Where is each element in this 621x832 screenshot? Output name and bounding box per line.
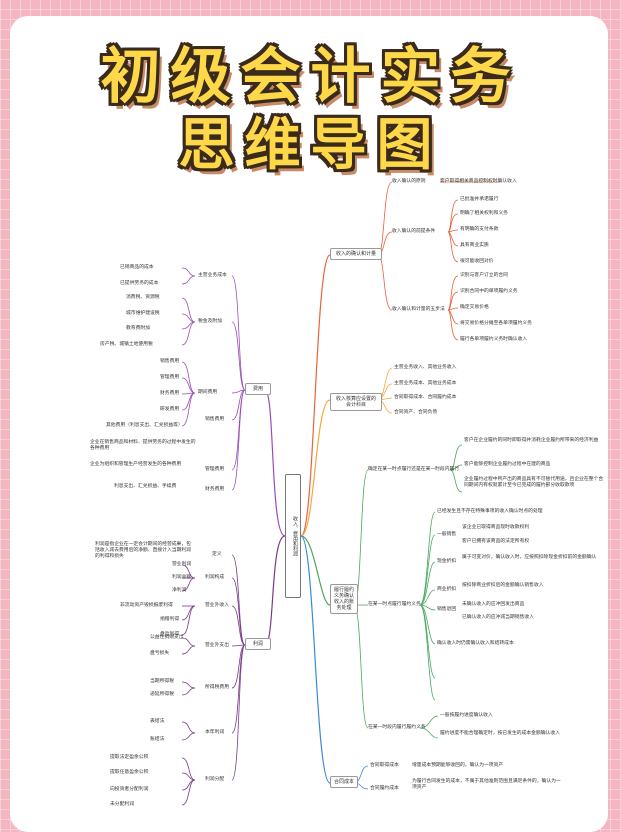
node: 利润构成 [205,575,225,580]
node: 未确认收入的应冲回发出商品 [462,602,525,607]
node: 识别与客户订立的合同 [460,273,508,278]
white-card [10,16,608,832]
node: 管理费用 [205,467,225,472]
node: 合同履约成本 [370,786,399,791]
node: 企业为组织和管理生产经营发生的各种费用 [90,462,182,467]
root-node: 收入、费用和利润 [285,474,301,598]
node: 一般按履约进度确认收入 [440,713,493,718]
node: 城市维护建设税 [126,311,160,316]
node: 确定在某一时点履行还是在某一时段内履行 [368,467,460,472]
node: 提取任意盈余公积 [110,770,149,775]
node: 在某一时段内履行履约义务 [368,725,426,730]
node: 利润是指企业在一定会计期间的经营成果，包括收入减去费用后的净额、直接计入当期利润… [95,542,191,559]
branch-contract-cost: 合同成本 [330,776,358,788]
node: 已确认收入的应冲减当期销售收入 [462,615,534,620]
node: 利润分配 [205,777,225,782]
node: 公益性捐赠支出 [150,635,184,640]
node: 合同取得成本、合同履约成本 [394,395,457,400]
title-line-1: 初级会计实务 [100,42,521,112]
node: 客户取得相关商品控制权时确认收入 [440,179,517,184]
node: 税金及附加 [198,319,222,324]
node: 收入确认的原则 [392,179,426,184]
node: 按扣除商业折扣后的金额确认销售收入 [462,583,544,588]
branch-performance-obligation: 履行履约义务确认收入的账务处理 [330,584,358,614]
node: 商业折扣 [437,587,457,592]
node: 主营业务成本、其他业务成本 [394,381,457,386]
node: 企业在销售商品和材料、提供劳务的过程中发生的各种费用 [90,440,196,451]
node: 将交易价格分摊至各单项履约义务 [460,321,532,326]
node: 现金折扣 [437,559,457,564]
node: 营业外收入 [205,603,229,608]
node: 属于可变对价，确认收入时，应按照扣除现金折扣前的金额确认 [462,555,597,560]
branch-profit: 利润 [245,638,271,650]
node: 教育费附加 [126,326,150,331]
node: 本年利润 [205,730,225,735]
node: 该企业已取得商品现时收款权利 [462,525,530,530]
node: 营业利润 [172,562,192,567]
node: 盘盈利得 [160,632,180,637]
node: 未分配利润 [110,802,134,807]
node: 账结法 [150,737,165,742]
node: 管理费用 [160,375,180,380]
node: 表结法 [150,719,165,724]
node: 已批准并承诺履行 [460,197,499,202]
node: 已经发生且不存在特殊事项的收入确认时点的处理 [437,509,543,514]
node: 为履行合同发生的成本，不属于其他准则范围且满足条件的，确认为一项资产 [412,779,561,790]
node: 营业外支出 [205,643,229,648]
node: 定义 [212,552,222,557]
node: 具有商业实质 [460,243,489,248]
branch-revenue-recognition: 收入的确认和计量 [330,248,382,260]
node: 财务费用 [160,391,180,396]
node: 期间费用 [198,390,218,395]
node: 非流动资产毁损报废利得 [120,603,173,608]
node: 在某一时点履行履约义务 [368,602,421,607]
node: 销售费用 [160,359,180,364]
node: 盘亏损失 [150,651,170,656]
node: 一般销售 [437,532,457,537]
node: 履约进度不能合理确定时，按已发生的成本金额确认收入 [440,731,560,736]
node: 确认收入时仍需确认收入和结转成本 [437,641,514,646]
node: 已销商品的成本 [120,265,154,270]
node: 明确了相关权利和义务 [460,211,508,216]
node: 提取法定盈余公积 [110,755,149,760]
node: 有明确的支付条款 [460,227,499,232]
node: 主营业务成本 [198,273,227,278]
node: 企业履约过程中所产出的商品具有不可替代用途，且企业在整个合同期间内有权就累计至今… [464,477,604,488]
node: 当期所得税 [150,679,174,684]
title-line-2: 思维导图 [178,113,443,178]
node: 递延所得税 [150,692,174,697]
node: 收入确认的前提条件 [392,229,436,234]
node: 财务费用 [205,487,225,492]
node: 利息支出、汇兑损益、手续费 [114,484,177,489]
node: 已提供劳务的成本 [120,281,159,286]
node: 向投资者分配利润 [110,787,149,792]
node: 合同取得成本 [370,763,399,768]
node: 很可能收回对价 [460,259,494,264]
branch-expenses: 费用 [245,383,271,395]
node: 增量成本预期能够收回的，确认为一项资产 [412,763,504,768]
node: 客户能够控制企业履约过程中在建的商品 [464,462,551,467]
node: 销售退回 [437,607,457,612]
node: 履行各单项履约义务时确认收入 [460,337,528,342]
node: 研发费用 [160,407,180,412]
node: 房产税、城镇土地使用税 [100,342,153,347]
node: 利润总额 [172,575,192,580]
node: 识别合同中的单项履约义务 [460,289,518,294]
node: 销售费用 [205,417,225,422]
node: 所得税费用 [205,685,229,690]
node: 其他费用（利息支出、汇兑损益等） [106,423,183,428]
node: 客户在企业履约的同时即取得并消耗企业履约所带来的经济利益 [464,438,599,443]
node: 确定交易价格 [460,305,489,310]
branch-accounts: 收入核算应设置的会计科目 [330,393,382,411]
node: 收入确认和计量的五步法 [392,307,445,312]
node: 净利润 [172,588,187,593]
node: 合同资产、合同负债 [394,410,438,415]
node: 捐赠利得 [160,617,180,622]
node: 主营业务收入、其他业务收入 [394,365,457,370]
node: 客户已拥有该商品的法定所有权 [462,539,530,544]
node: 消费税、资源税 [126,295,160,300]
